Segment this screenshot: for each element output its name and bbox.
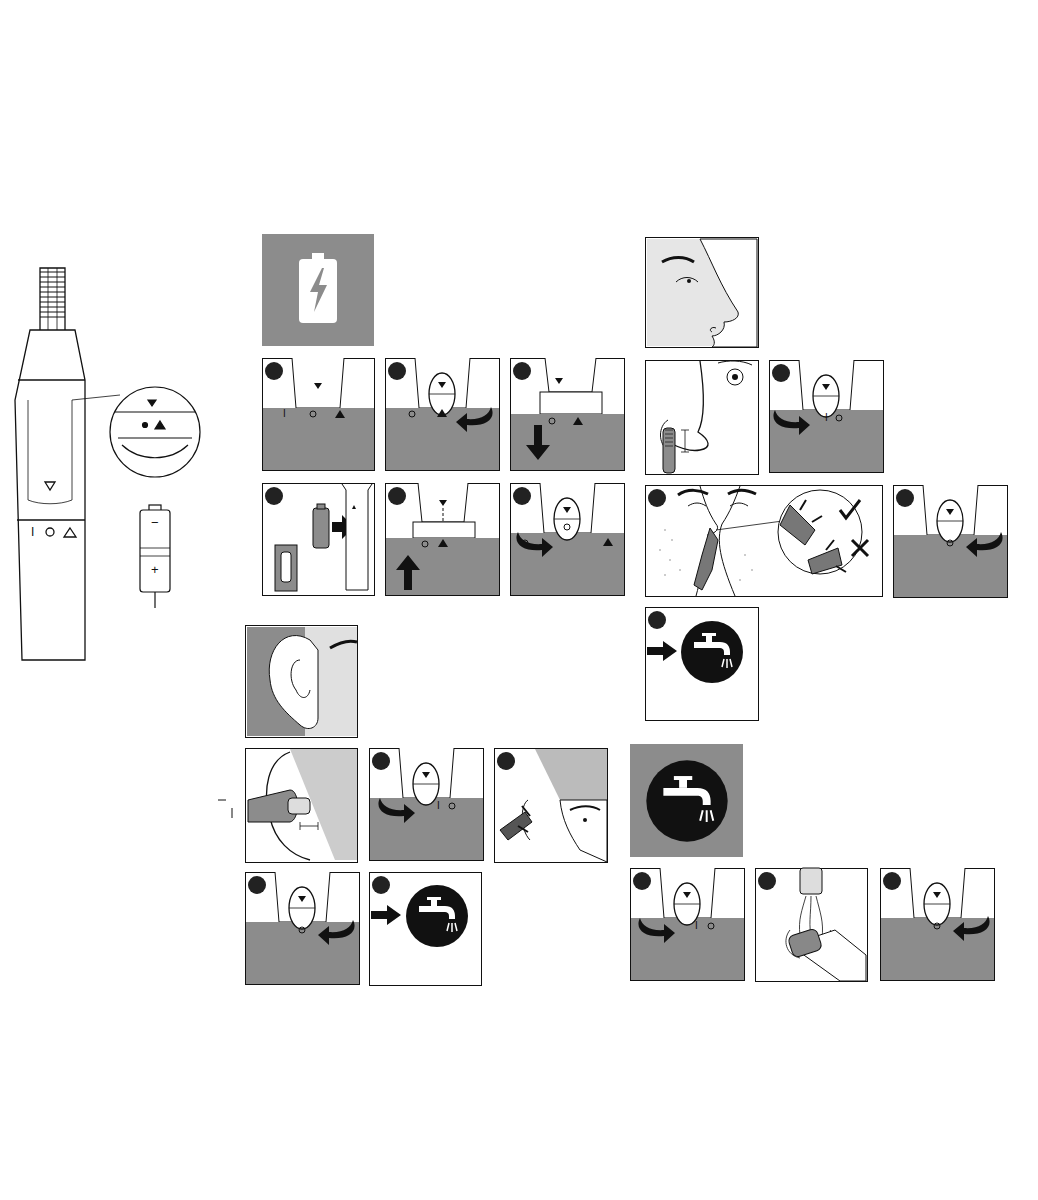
battery-header xyxy=(262,234,374,346)
nose-header xyxy=(646,238,759,348)
mode-symbol: I xyxy=(695,920,698,932)
battery-step-6 xyxy=(511,483,625,596)
crop-mark xyxy=(218,800,1038,818)
mode-symbol: I xyxy=(283,408,286,420)
mode-symbol: − xyxy=(151,517,159,529)
clean-step-1 xyxy=(631,868,745,981)
cleaning-header xyxy=(630,744,743,857)
ear-step-2 xyxy=(370,748,484,861)
nose-step-3 xyxy=(646,486,883,597)
battery xyxy=(140,505,170,608)
nose-step-4 xyxy=(894,485,1008,598)
switch-callout xyxy=(110,387,200,477)
battery-step-1 xyxy=(263,358,375,471)
clean-step-3 xyxy=(881,868,995,981)
clean-step-2 xyxy=(756,868,868,982)
ear-step-5 xyxy=(370,873,482,986)
mode-symbol: I xyxy=(31,526,34,538)
battery-icon xyxy=(299,253,337,323)
battery-step-4 xyxy=(263,484,375,596)
nose-step-5 xyxy=(646,608,759,721)
ear-step-1 xyxy=(246,749,358,863)
ear-step-4 xyxy=(246,872,360,985)
trimmer-device xyxy=(15,268,120,660)
ear-step-3 xyxy=(495,749,608,863)
mode-symbol: I xyxy=(437,800,440,812)
nose-step-2 xyxy=(770,360,884,473)
mode-symbol: + xyxy=(151,564,159,576)
battery-step-2 xyxy=(386,358,500,471)
ear-header xyxy=(246,626,358,738)
mode-symbol: I xyxy=(825,412,828,424)
battery-step-5 xyxy=(386,483,500,596)
battery-step-3 xyxy=(511,358,625,471)
nose-step-1 xyxy=(646,361,759,475)
tap-icon xyxy=(646,760,727,841)
